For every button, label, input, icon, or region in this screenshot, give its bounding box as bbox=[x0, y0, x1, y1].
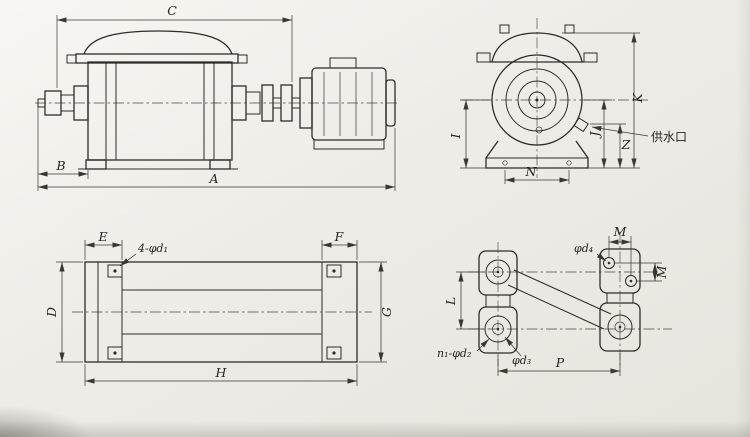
dimension-h: H bbox=[84, 364, 358, 386]
dimension-k: K bbox=[562, 32, 645, 169]
motor-rear-cap bbox=[385, 79, 396, 127]
dimension-m-side: M bbox=[615, 262, 669, 282]
water-inlet-callout: 供水口 bbox=[591, 125, 687, 144]
casing bbox=[87, 61, 233, 161]
water-inlet-stub bbox=[573, 117, 589, 133]
dim-label-h: H bbox=[215, 365, 228, 380]
diagonal-brace bbox=[507, 269, 612, 330]
dim-label-b: B bbox=[55, 158, 65, 173]
callout-corner-holes: 4-φd₁ bbox=[119, 242, 168, 267]
dimension-b: B bbox=[37, 107, 89, 191]
callout-d4: φd₄ bbox=[574, 242, 607, 262]
dimension-a: A bbox=[38, 128, 396, 191]
dim-label-p: P bbox=[555, 355, 565, 370]
dimension-e: E bbox=[84, 229, 123, 260]
dim-label-j: J bbox=[587, 131, 602, 140]
terminal-box bbox=[329, 57, 357, 69]
rear-foot bbox=[209, 159, 231, 170]
dim-label-d: D bbox=[44, 307, 59, 318]
end-view: 供水口 I J Z K N bbox=[448, 18, 687, 184]
outer-casing-circle bbox=[491, 54, 583, 146]
dim-label-i: I bbox=[448, 132, 463, 139]
dim-label-k: K bbox=[630, 93, 645, 104]
front-foot bbox=[85, 159, 107, 170]
dim-label-m-side: M bbox=[654, 264, 669, 279]
base-bolt-pads bbox=[107, 264, 342, 360]
dim-label-n: N bbox=[525, 164, 538, 179]
coupling bbox=[231, 84, 301, 122]
end-dome bbox=[491, 32, 583, 63]
dim-label-z: Z bbox=[621, 137, 631, 152]
right-pad-strip bbox=[599, 248, 641, 352]
dimension-c: C bbox=[56, 3, 293, 88]
top-cover-dome bbox=[83, 30, 233, 55]
mounting-view: φd₄ n₁-φd₂ φd₃ M M L bbox=[437, 224, 672, 376]
water-inlet-label: 供水口 bbox=[651, 130, 687, 144]
dimension-n: N bbox=[504, 164, 570, 184]
dim-label-f: F bbox=[334, 229, 345, 244]
callout-d3-label: φd₃ bbox=[512, 354, 531, 367]
dim-label-a: A bbox=[208, 171, 218, 186]
side-view: C B A bbox=[35, 3, 400, 191]
callout-d2: n₁-φd₂ bbox=[437, 338, 490, 360]
end-base bbox=[485, 140, 589, 169]
dimension-z: Z bbox=[590, 123, 631, 168]
base-frame bbox=[84, 261, 358, 363]
base-top-view: 4-φd₁ E F D G bbox=[44, 229, 394, 386]
left-pad-strip bbox=[478, 250, 518, 354]
dimension-i: I bbox=[448, 99, 490, 169]
callout-corner-holes-label: 4-φd₁ bbox=[137, 242, 168, 255]
dim-label-l: L bbox=[443, 297, 458, 306]
dimension-j: J bbox=[584, 99, 612, 168]
pump-body bbox=[66, 30, 248, 170]
callout-d3: φd₃ bbox=[504, 336, 531, 367]
dimension-m-top: M bbox=[608, 224, 632, 275]
dimension-g: G bbox=[359, 261, 394, 363]
motor-foot bbox=[313, 139, 385, 150]
dimension-l: L bbox=[443, 271, 485, 330]
dim-label-e: E bbox=[97, 229, 107, 244]
dimension-p: P bbox=[497, 353, 621, 376]
callout-d4-label: φd₄ bbox=[574, 242, 593, 255]
callout-d2-label: n₁-φd₂ bbox=[437, 347, 471, 360]
drain-hole bbox=[535, 126, 543, 134]
motor-body bbox=[311, 67, 387, 141]
end-casing bbox=[476, 24, 598, 146]
dimension-f: F bbox=[321, 229, 358, 260]
dim-label-c: C bbox=[167, 3, 177, 18]
dim-label-g: G bbox=[379, 307, 394, 317]
motor bbox=[299, 57, 396, 150]
dim-label-m-top: M bbox=[613, 224, 628, 239]
dimension-d: D bbox=[44, 261, 83, 363]
